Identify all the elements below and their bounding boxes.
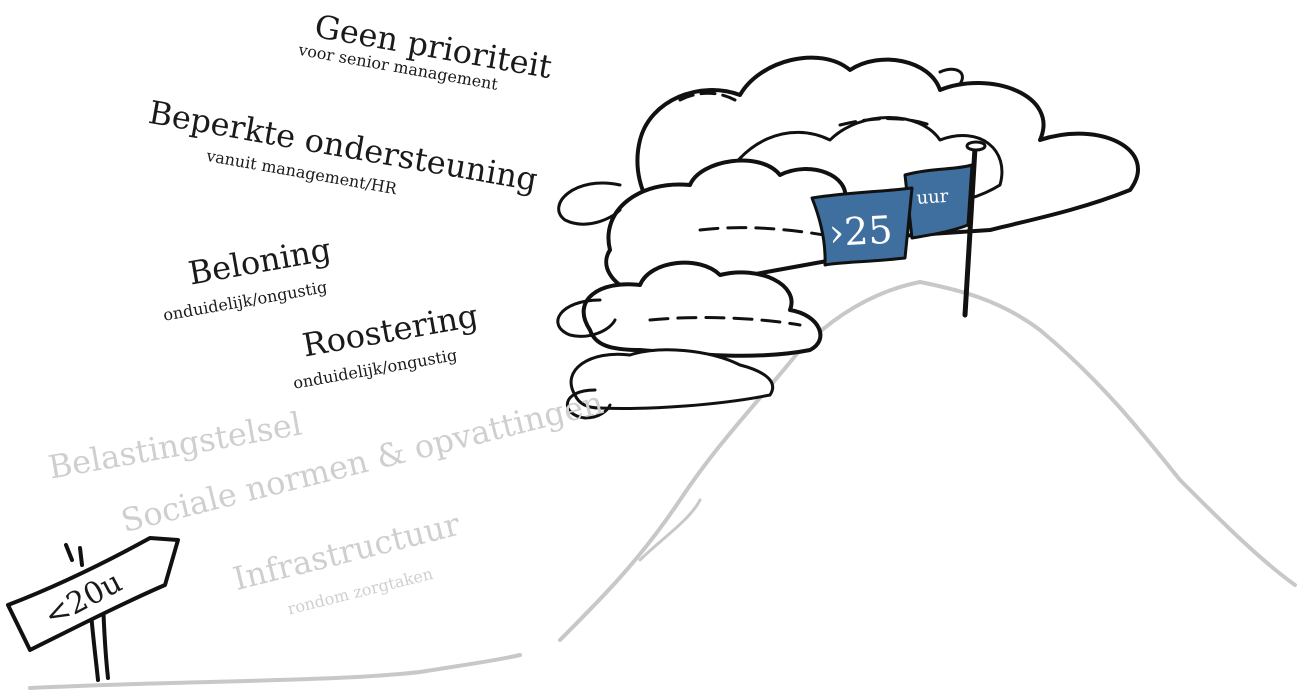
flag-pole	[962, 140, 987, 318]
cloud-cluster	[569, 55, 1140, 410]
hill	[28, 280, 1297, 690]
flag-unit-label: uur	[915, 185, 950, 209]
flag	[810, 163, 974, 267]
signpost	[6, 536, 180, 682]
flag-main-label: ›25	[827, 207, 894, 255]
